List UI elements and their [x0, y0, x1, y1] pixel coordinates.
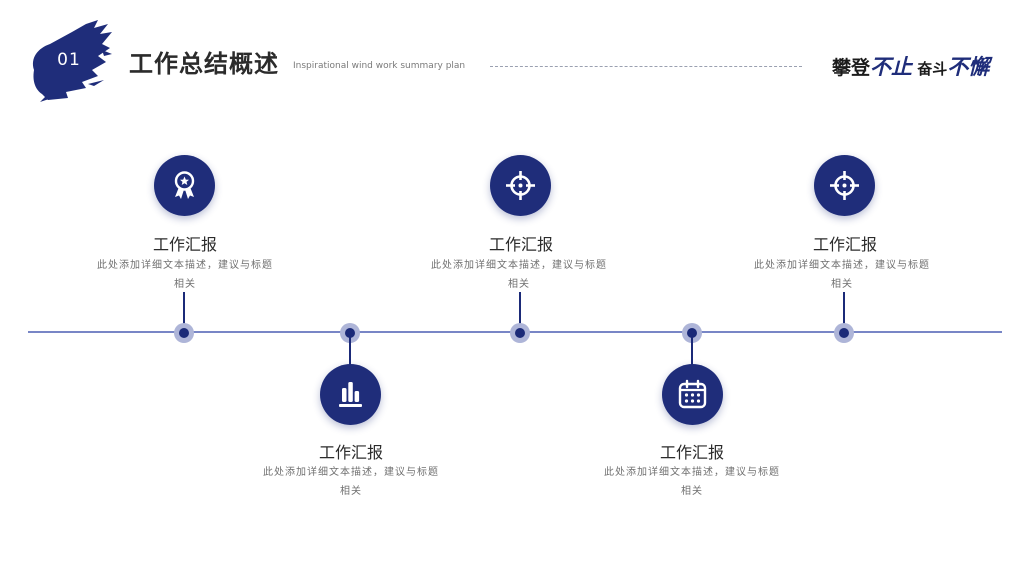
item-4-icon-circle — [662, 364, 723, 425]
bar-chart-icon — [339, 382, 362, 407]
item-2-icon-circle — [320, 364, 381, 425]
crosshair-icon — [506, 171, 535, 200]
section-number: 01 — [57, 50, 81, 70]
timeline-node-5 — [834, 323, 854, 343]
item-3-title: 工作汇报 — [488, 235, 553, 254]
brush-stroke-decoration — [32, 20, 112, 102]
item-3-icon-circle — [490, 155, 551, 216]
slogan-part-3: 奋斗 — [912, 60, 948, 78]
item-5-title: 工作汇报 — [812, 235, 877, 254]
award-icon — [174, 171, 195, 199]
item-4-title: 工作汇报 — [659, 443, 724, 462]
item-5-stem — [843, 292, 845, 332]
page-subtitle: Inspirational wind work summary plan — [293, 61, 466, 71]
timeline-node-1 — [174, 323, 194, 343]
slogan-part-2: 不止 — [870, 55, 913, 79]
item-4-stem — [691, 333, 693, 365]
item-1-title: 工作汇报 — [152, 235, 217, 254]
page-title: 工作总结概述 — [129, 50, 279, 78]
item-3-desc: 此处添加详细文本描述，建议与标题相关 — [431, 260, 607, 290]
item-5-icon-circle — [814, 155, 875, 216]
header-divider — [490, 66, 802, 67]
slogan: 攀登不止 奋斗不懈 — [832, 51, 989, 81]
item-1-desc: 此处添加详细文本描述，建议与标题相关 — [97, 260, 273, 290]
item-2-title: 工作汇报 — [318, 443, 383, 462]
item-2-desc: 此处添加详细文本描述，建议与标题相关 — [263, 467, 439, 497]
item-5-desc: 此处添加详细文本描述，建议与标题相关 — [754, 260, 930, 290]
item-2-stem — [349, 333, 351, 365]
item-1-icon-circle — [154, 155, 215, 216]
item-1-stem — [183, 292, 185, 332]
slogan-part-4: 不懈 — [947, 55, 990, 79]
timeline-node-3 — [510, 323, 530, 343]
calendar-icon — [678, 379, 707, 409]
item-4-desc: 此处添加详细文本描述，建议与标题相关 — [604, 467, 780, 497]
slogan-part-1: 攀登 — [832, 57, 871, 79]
crosshair-icon — [830, 171, 859, 200]
item-3-stem — [519, 292, 521, 332]
